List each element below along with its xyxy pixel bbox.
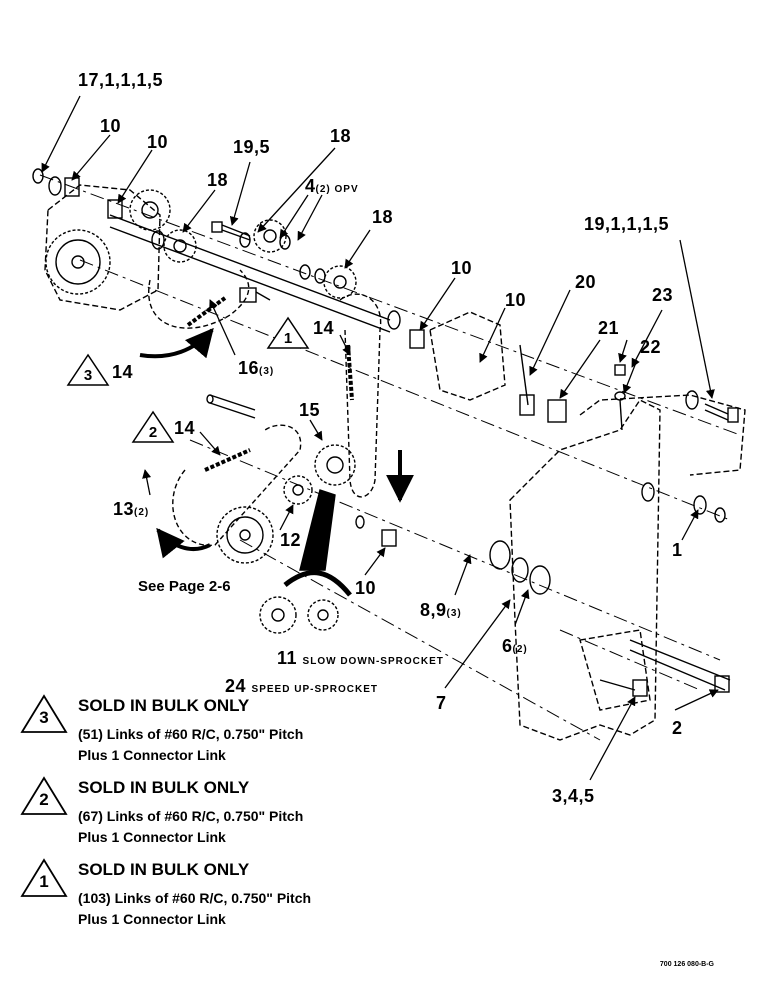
callout-14-upper: 14: [112, 362, 134, 382]
callout-18-a: 18: [207, 170, 229, 190]
callout-2: 2: [672, 718, 683, 738]
nut-23: [614, 364, 626, 376]
sprocket-12: [283, 475, 313, 505]
chain-loop-1: [339, 293, 382, 498]
callout-1: 1: [672, 540, 683, 560]
flag-number-1: 1: [283, 330, 293, 347]
drawing-part-number: 700 126 080-B-G: [659, 961, 714, 968]
bolt-19-5: [211, 221, 251, 241]
note-triangle-icon: [20, 694, 68, 733]
sprocket-11: [307, 599, 339, 631]
flag-triangles: [66, 316, 310, 443]
callout-19-5: 19,5: [233, 137, 271, 157]
bolt-3-4-5: [599, 679, 648, 697]
callout-8-9: 8,9(3): [420, 600, 462, 620]
callout-10-c: 10: [451, 258, 473, 278]
bracket-21: [547, 399, 567, 423]
adjuster-20: [519, 344, 535, 416]
callout-22: 22: [640, 337, 662, 357]
left-side-plate: [44, 184, 161, 311]
lower-shaft: [206, 394, 256, 419]
callout-24-speed-up: 24 SPEED UP-SPROCKET: [225, 676, 379, 696]
callout-3-4-5: 3,4,5: [552, 786, 595, 806]
note-line: (67) Links of #60 R/C, 0.750" Pitch: [78, 808, 304, 824]
callout-15: 15: [299, 400, 321, 420]
bolt-middle: [239, 287, 271, 303]
flag-number-3: 3: [83, 367, 93, 384]
washers-upper: [32, 168, 425, 349]
bolt-22: [614, 391, 626, 431]
note-line: Plus 1 Connector Link: [78, 911, 226, 927]
flag-triangle-2: [131, 410, 175, 443]
callout-10-b: 10: [147, 132, 169, 152]
note-flag-number: 3: [39, 708, 49, 727]
double-sprocket-top: [129, 189, 171, 231]
callout-21: 21: [598, 318, 620, 338]
callout-18-c: 18: [372, 207, 394, 227]
callout-11-slow-down: 11 SLOW DOWN-SPROCKET: [277, 648, 444, 668]
note-line: (103) Links of #60 R/C, 0.750" Pitch: [78, 890, 312, 906]
note-triangle-icon: [20, 858, 68, 897]
callout-12: 12: [280, 530, 302, 550]
callout-19-1-1-1-5: 19,1,1,1,5: [584, 214, 670, 234]
note-line: Plus 1 Connector Link: [78, 747, 226, 763]
shaft-2: [629, 639, 731, 693]
large-sprocket-lower: [216, 506, 274, 564]
upper-shaft: [109, 214, 391, 333]
chain-14-lower: [204, 448, 251, 472]
callout-10-d: 10: [505, 290, 527, 310]
note-flag-number: 1: [39, 872, 49, 891]
note-title: SOLD IN BULK ONLY: [78, 860, 250, 879]
sprocket-18-c: [323, 265, 357, 299]
callout-16: 16(3): [238, 358, 275, 378]
callout-10-a: 10: [100, 116, 122, 136]
callout-13: 13(2): [113, 499, 150, 519]
note-line: Plus 1 Connector Link: [78, 829, 226, 845]
note-flag-1: 1 SOLD IN BULK ONLY (103) Links of #60 R…: [20, 858, 400, 930]
chain-loop-3: [148, 269, 250, 329]
callout-6: 6(2): [502, 636, 528, 656]
callout-7: 7: [436, 693, 447, 713]
callout-4-opv: 4(2) OPV: [305, 176, 359, 196]
note-flag-3: 3 SOLD IN BULK ONLY (51) Links of #60 R/…: [20, 694, 400, 766]
note-triangle-icon: [20, 776, 68, 815]
callout-14-lower: 14: [174, 418, 196, 438]
chain-loop-2: [172, 424, 302, 546]
bolt-right: [704, 403, 739, 423]
flag-triangle-3: [66, 353, 110, 386]
note-title: SOLD IN BULK ONLY: [78, 696, 250, 715]
callout-14-mid: 14: [313, 318, 335, 338]
callout-23: 23: [652, 285, 674, 305]
main-frame: [429, 311, 746, 741]
rotation-arrows: [139, 327, 414, 559]
callout-18-b: 18: [330, 126, 352, 146]
callout-17-1-1-1-5: 17,1,1,1,5: [78, 70, 164, 90]
note-line: (51) Links of #60 R/C, 0.750" Pitch: [78, 726, 304, 742]
flag-triangle-1: [266, 316, 310, 349]
note-title: SOLD IN BULK ONLY: [78, 778, 250, 797]
flag-number-2: 2: [148, 424, 158, 441]
see-page-reference: See Page 2-6: [138, 578, 231, 595]
callout-10-e: 10: [355, 578, 377, 598]
selector-bracket: [283, 489, 352, 597]
large-sprocket-upper: [45, 229, 111, 295]
note-flag-number: 2: [39, 790, 49, 809]
note-flag-2: 2 SOLD IN BULK ONLY (67) Links of #60 R/…: [20, 776, 400, 848]
leader-lines: [41, 95, 719, 781]
sprocket-15: [314, 444, 356, 486]
callout-20: 20: [575, 272, 597, 292]
sprocket-24: [259, 596, 297, 634]
washers-lower: [355, 390, 726, 595]
chain-14-upper: [186, 296, 227, 327]
sprocket-18-a: [163, 229, 197, 263]
